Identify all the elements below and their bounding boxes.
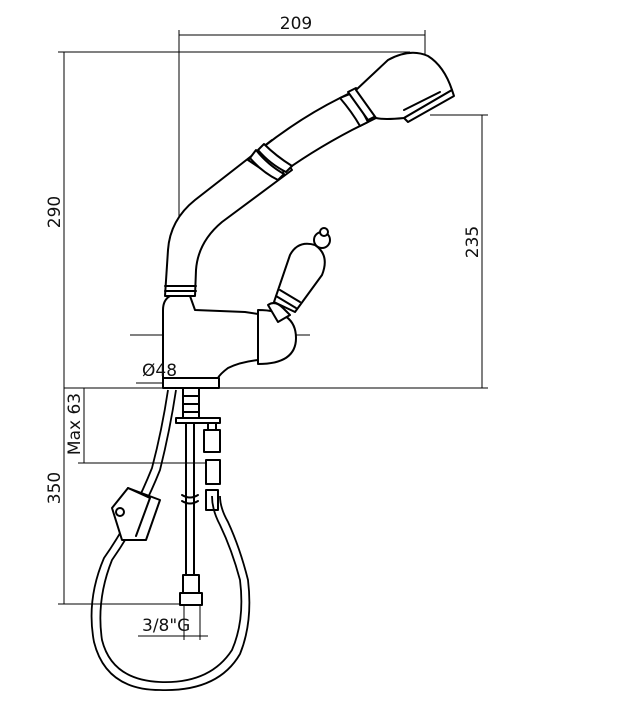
dim-width-209: 209 (280, 14, 312, 34)
dim-max-63: Max 63 (65, 393, 85, 455)
dim-height-235: 235 (463, 226, 483, 258)
connector-nut (182, 574, 200, 594)
spout-riser (164, 139, 293, 297)
faucet-body (162, 139, 297, 389)
fixing-plate (175, 417, 221, 424)
spray-handset (247, 51, 455, 181)
spray-head (355, 51, 453, 120)
lower-body (162, 295, 259, 379)
dim-base-diameter: Ø48 (142, 361, 177, 381)
hose-nut-upper (203, 429, 221, 453)
connector-3-8-g (179, 592, 203, 606)
hose-nut-middle (205, 459, 221, 485)
supply-hoses (90, 387, 251, 691)
dim-connection-3-8-g: 3/8"G (142, 616, 190, 636)
dim-hose-350: 350 (45, 472, 65, 504)
dimension-labels: 209 290 235 Ø48 Max 63 350 3/8"G (45, 14, 483, 636)
dim-height-290: 290 (45, 196, 65, 228)
lever-handle (267, 227, 331, 323)
